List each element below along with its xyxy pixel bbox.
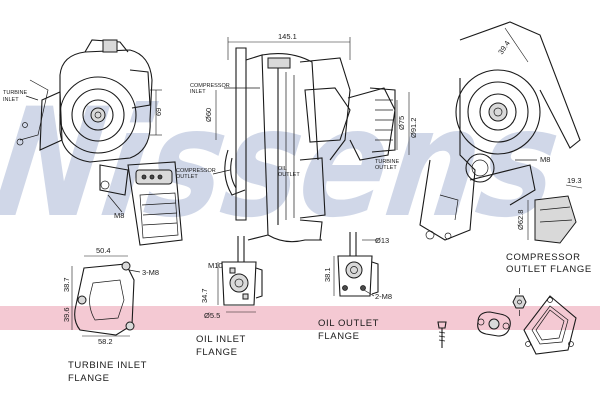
watermark-text: Nissens: [0, 76, 569, 251]
dim-3-m8: 3-M8: [142, 268, 159, 277]
svg-text:OUTLET: OUTLET: [375, 165, 397, 171]
dim-58-2: 58.2: [98, 337, 113, 346]
svg-text:OUTLET: OUTLET: [176, 174, 198, 180]
svg-text:COMPRESSOR: COMPRESSOR: [176, 168, 216, 174]
label-oil-inlet-flange: OIL INLET FLANGE: [196, 334, 246, 358]
compressor-outlet-flange-detail: 19.3 Ø62.8 COMPRESSOR OUTLET FLANGE: [506, 176, 592, 275]
dim-38-1: 38.1: [323, 267, 332, 282]
svg-text:TURBINE: TURBINE: [375, 159, 399, 165]
label-turbine-outlet: TURBINE OUTLET: [375, 159, 399, 171]
label-oil-outlet-flange: OIL OUTLET FLANGE: [318, 318, 379, 342]
turbo-left-view: 69 M8 TURBINE INLET: [3, 39, 183, 246]
dim-2-m8: 2-M8: [375, 292, 392, 301]
dim-d91-2: Ø91.2: [409, 118, 418, 138]
svg-text:FLANGE: FLANGE: [68, 373, 110, 384]
dim-39-4: 39.4: [496, 39, 512, 56]
svg-text:FLANGE: FLANGE: [318, 331, 360, 342]
dim-34-7: 34.7: [200, 288, 209, 303]
svg-text:COMPRESSOR: COMPRESSOR: [190, 83, 230, 89]
oil-inlet-flange: M10 34.7 Ø5.5 OIL INLET FLANGE: [196, 236, 263, 358]
dim-d13: Ø13: [375, 236, 389, 245]
label-turbine-inlet-top: TURBINE INLET: [3, 90, 27, 103]
label-turbine-inlet-flange: TURBINE INLET FLANGE: [68, 360, 147, 384]
label-compressor-outlet-small: COMPRESSOR OUTLET: [176, 168, 216, 180]
svg-text:TURBINE: TURBINE: [3, 90, 27, 96]
dim-m10: M10: [208, 261, 223, 270]
turbo-center-view: 145.1 Ø60 Ø75 Ø91.2 COMPRESSOR INLET: [176, 32, 418, 243]
label-oil-outlet-small: OIL OUTLET: [278, 166, 300, 178]
dim-d62-8: Ø62.8: [516, 210, 525, 230]
dim-39-6: 39.6: [62, 307, 71, 322]
svg-text:OIL OUTLET: OIL OUTLET: [318, 318, 379, 329]
dim-145-1: 145.1: [278, 32, 297, 41]
label-compressor-inlet: COMPRESSOR INLET: [190, 83, 230, 95]
svg-text:INLET: INLET: [3, 97, 19, 103]
dim-m8-left: M8: [114, 211, 124, 220]
label-compressor-outlet-flange: COMPRESSOR OUTLET FLANGE: [506, 252, 592, 275]
dim-50-4: 50.4: [96, 246, 111, 255]
svg-text:OIL: OIL: [278, 166, 287, 172]
dim-38-7: 38.7: [62, 277, 71, 292]
svg-text:FLANGE: FLANGE: [196, 347, 238, 358]
svg-text:TURBINE INLET: TURBINE INLET: [68, 360, 147, 371]
dim-m8-right: M8: [540, 155, 550, 164]
oil-outlet-flange: Ø13 38.1 2-M8 OIL OUTLET FLANGE: [318, 232, 392, 342]
dim-d5-5: Ø5.5: [204, 311, 220, 320]
svg-text:OIL INLET: OIL INLET: [196, 334, 246, 345]
dim-19-3: 19.3: [567, 176, 582, 185]
dim-d60: Ø60: [204, 108, 213, 122]
hardware-parts: [437, 288, 577, 355]
highlight-band: [0, 306, 600, 330]
dim-d75: Ø75: [397, 116, 406, 130]
svg-text:OUTLET: OUTLET: [278, 172, 300, 178]
svg-text:OUTLET FLANGE: OUTLET FLANGE: [506, 264, 592, 275]
svg-text:INLET: INLET: [190, 89, 206, 95]
dim-69: 69: [154, 108, 163, 116]
turbine-inlet-flange: 50.4 38.7 39.6 58.2 3-M8 TURBINE INLET F…: [62, 246, 159, 384]
svg-text:COMPRESSOR: COMPRESSOR: [506, 252, 581, 263]
